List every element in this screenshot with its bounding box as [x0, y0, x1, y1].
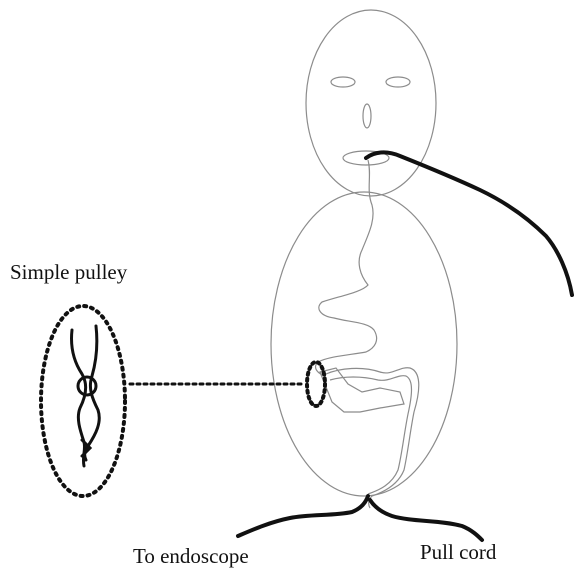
- label-pull-cord: Pull cord: [420, 542, 496, 563]
- pull-cord-mouth: [366, 152, 572, 295]
- torso-outline: [271, 192, 457, 496]
- intestine-path-outer: [326, 368, 419, 508]
- cord-to-endoscope: [238, 496, 368, 536]
- label-to-endoscope: To endoscope: [133, 546, 249, 567]
- right-eye: [386, 77, 410, 87]
- label-simple-pulley: Simple pulley: [10, 262, 127, 283]
- head-outline: [306, 10, 436, 196]
- left-eye: [331, 77, 355, 87]
- cord-pull-end: [370, 500, 482, 540]
- pulley-cord-left: [71, 330, 85, 466]
- nose: [363, 104, 371, 128]
- intestine-path-inner: [330, 376, 412, 494]
- stomach-pouch: [320, 368, 404, 412]
